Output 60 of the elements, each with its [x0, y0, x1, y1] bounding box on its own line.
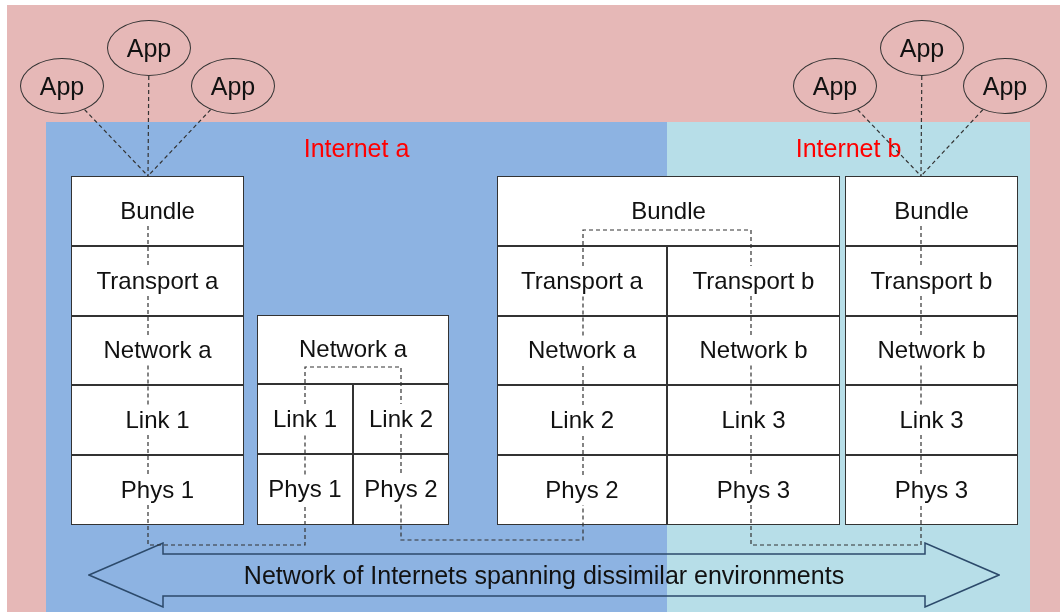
- dashed-connector: [147, 75, 150, 177]
- protocol-layer: [353, 454, 449, 525]
- protocol-layer: [497, 246, 667, 316]
- dashed-connector: [304, 433, 306, 476]
- dashed-connector: [920, 364, 922, 406]
- protocol-layer: [667, 246, 840, 316]
- protocol-layer: [257, 384, 353, 454]
- protocol-layer: [257, 315, 449, 384]
- region-title: Internet a: [303, 134, 410, 163]
- dashed-connector: [147, 109, 212, 177]
- app-label: App: [126, 33, 172, 63]
- protocol-layer: [845, 176, 1018, 246]
- dashed-connector: [147, 434, 149, 476]
- dashed-connector: [750, 295, 752, 337]
- dashed-connector: [750, 434, 752, 476]
- dashed-connector: [920, 225, 922, 267]
- protocol-layer: [353, 384, 449, 454]
- protocol-layer: [71, 246, 244, 316]
- protocol-layer: [667, 316, 840, 385]
- dashed-connector: [582, 295, 584, 337]
- protocol-layer: [71, 385, 244, 455]
- protocol-layer: [257, 454, 353, 525]
- protocol-layer: [845, 316, 1018, 385]
- app-label: App: [210, 71, 256, 101]
- app-label: App: [899, 33, 945, 63]
- app-label: App: [982, 71, 1028, 101]
- protocol-layer: [845, 455, 1018, 525]
- dashed-connector: [920, 75, 923, 177]
- dashed-connector: [147, 295, 149, 337]
- protocol-layer: [845, 385, 1018, 455]
- protocol-layer: [497, 316, 667, 385]
- protocol-layer: [71, 316, 244, 385]
- protocol-layer: [845, 246, 1018, 316]
- dashed-connector: [147, 364, 149, 406]
- region-title: Internet b: [795, 134, 902, 163]
- dashed-connector: [750, 504, 922, 546]
- dashed-connector: [920, 109, 984, 177]
- dashed-connector: [666, 229, 752, 267]
- dashed-connector: [147, 503, 306, 546]
- dashed-connector: [582, 364, 584, 406]
- protocol-layer: [667, 455, 840, 525]
- dashed-connector: [582, 434, 584, 476]
- dashed-connector: [920, 434, 922, 476]
- app-label: App: [812, 71, 858, 101]
- protocol-layer: [497, 176, 840, 246]
- protocol-layer: [497, 385, 667, 455]
- arrow-caption: Network of Internets spanning dissimilar environments: [243, 560, 845, 590]
- dashed-connector: [750, 364, 752, 406]
- dashed-connector: [400, 503, 584, 541]
- dashed-connector: [352, 366, 402, 405]
- app-label: App: [39, 71, 85, 101]
- protocol-layer: [667, 385, 840, 455]
- dashed-connector: [400, 433, 402, 476]
- dashed-connector: [304, 366, 354, 405]
- dashed-connector: [582, 229, 668, 267]
- protocol-layer: [497, 455, 667, 525]
- dashed-connector: [147, 225, 149, 267]
- protocol-layer: [71, 455, 244, 525]
- protocol-layer: [71, 176, 244, 246]
- dashed-connector: [920, 295, 922, 337]
